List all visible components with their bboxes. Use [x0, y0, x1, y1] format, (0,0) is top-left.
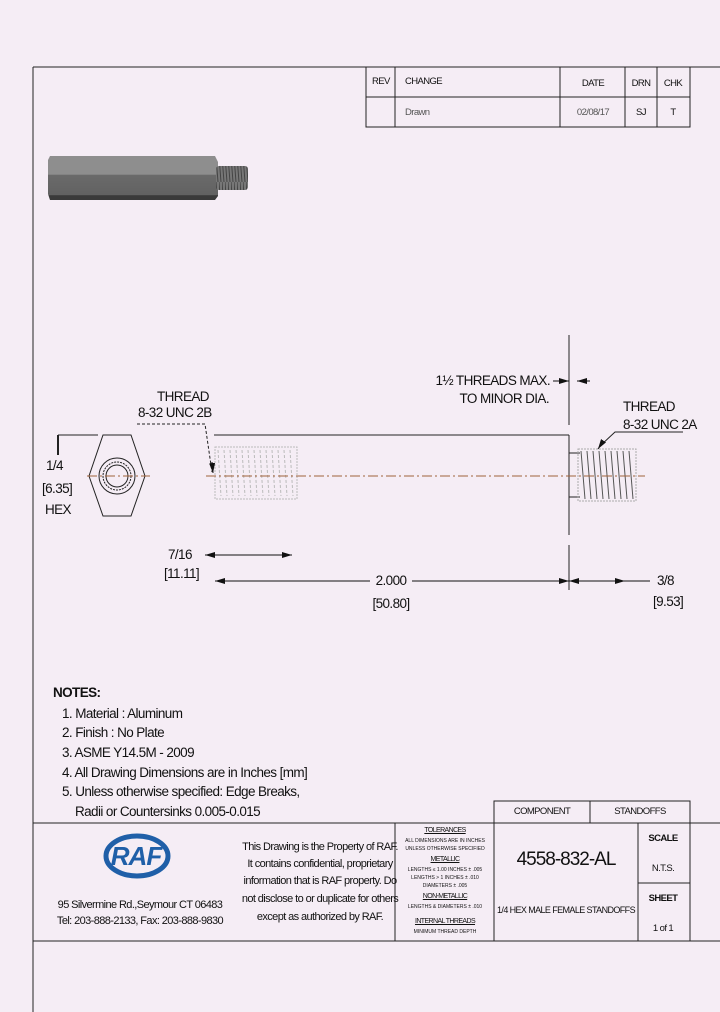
component-value: STANDOFFS: [614, 806, 666, 817]
thread-depth-mm: [11.11]: [164, 566, 200, 581]
tolerances-title: TOLERANCES: [424, 827, 466, 834]
length-dimension: 2.000: [375, 573, 407, 588]
external-thread: [577, 448, 637, 502]
tolerance-line: ALL DIMENSIONS ARE IN INCHES: [405, 838, 485, 844]
confidentiality-line: not disclose to or duplicate for others: [241, 893, 399, 905]
confidentiality-line: It contains confidential, proprietary: [247, 858, 393, 870]
note-item: 1. Material : Aluminum: [62, 706, 183, 721]
note-item: 4. All Drawing Dimensions are in Inches …: [62, 765, 308, 780]
stud-length: 3/8: [657, 573, 675, 588]
chk-header: CHK: [663, 78, 683, 89]
metallic-title: METALLIC: [430, 856, 461, 863]
tolerance-line: LENGTHS & DIAMETERS ± .010: [407, 904, 483, 910]
internal-threads-title: INTERNAL THREADS: [414, 918, 476, 925]
hex-size-mm: [6.35]: [42, 481, 73, 496]
part-number: 4558-832-AL: [516, 849, 617, 870]
hex-size: 1/4: [46, 458, 64, 473]
male-thread-label: THREAD: [623, 399, 676, 414]
raf-logo: [103, 833, 171, 879]
tolerance-line: LENGTHS ≤ 1.00 INCHES ± .005: [407, 867, 483, 873]
part-description: 1/4 HEX MALE FEMALE STANDOFFS: [497, 905, 636, 915]
rev-row-drn: SJ: [636, 107, 646, 118]
rev-row-change: Drawn: [405, 107, 430, 118]
internal-thread: [214, 446, 298, 500]
threads-note-2: TO MINOR DIA.: [459, 391, 550, 406]
length-dimension-mm: [50.80]: [372, 596, 410, 611]
tolerance-line: LENGTHS > 1 INCHES ± .010: [411, 875, 479, 881]
threads-note-1: 1½ THREADS MAX.: [435, 373, 550, 388]
rev-header: REV: [372, 76, 390, 87]
drn-header: DRN: [631, 78, 651, 89]
note-item: 5. Unless otherwise specified: Edge Brea…: [62, 784, 300, 799]
female-thread-spec: 8-32 UNC 2B: [138, 405, 212, 420]
thread-depth: 7/16: [168, 547, 192, 562]
part-render: [48, 156, 248, 200]
hex-label: HEX: [45, 502, 72, 517]
sheet-label: SHEET: [648, 893, 678, 904]
company-address: 95 Silvermine Rd.,Seymour CT 06483: [57, 899, 223, 911]
note-item: 3. ASME Y14.5M - 2009: [62, 745, 195, 760]
confidentiality-line: information that is RAF property. Do: [243, 875, 397, 887]
company-phone: Tel: 203-888-2133, Fax: 203-888-9830: [56, 915, 224, 927]
scale-value: N.T.S.: [651, 863, 675, 874]
component-label: COMPONENT: [513, 806, 571, 817]
date-header: DATE: [581, 78, 605, 89]
confidentiality-line: except as authorized by RAF.: [256, 911, 384, 923]
note-item: Radii or Countersinks 0.005-0.015: [75, 804, 261, 819]
stud-length-mm: [9.53]: [653, 594, 684, 609]
tolerance-line: UNLESS OTHERWISE SPECIFIED: [405, 846, 485, 852]
logo-text: RAF: [110, 841, 162, 871]
notes-title: NOTES:: [53, 685, 101, 700]
rev-row-chk: T: [670, 107, 676, 118]
confidentiality-line: This Drawing is the Property of RAF.: [242, 841, 398, 853]
tolerance-line: MINIMUM THREAD DEPTH: [413, 929, 477, 935]
nonmetallic-title: NON-METALLIC: [422, 893, 468, 900]
female-thread-label: THREAD: [157, 389, 210, 404]
male-thread-spec: 8-32 UNC 2A: [623, 417, 697, 432]
tolerance-line: DIAMETERS ± .005: [422, 883, 468, 889]
change-header: CHANGE: [405, 76, 443, 87]
sheet-value: 1 of 1: [652, 923, 674, 934]
note-item: 2. Finish : No Plate: [62, 725, 165, 740]
rev-row-date: 02/08/17: [576, 107, 610, 118]
scale-label: SCALE: [648, 833, 678, 844]
